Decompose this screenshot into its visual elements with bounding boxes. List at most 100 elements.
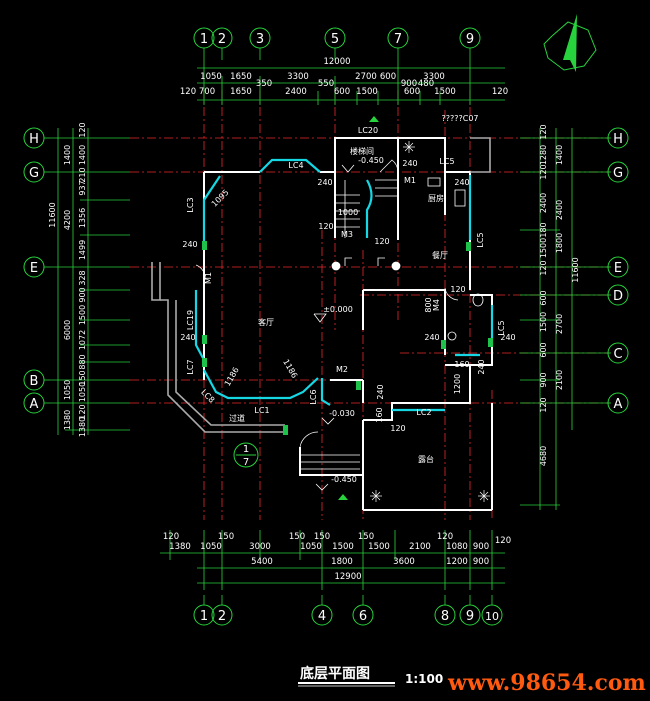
dim-text: 150 — [289, 532, 305, 542]
dim-text: 1050 — [78, 382, 87, 402]
axis-left-B: B — [30, 374, 39, 389]
dim-text: 1500 — [434, 87, 456, 97]
dim-text: 880 — [78, 354, 87, 369]
axis-bottom-10: 10 — [485, 610, 499, 623]
dim-text: 3600 — [393, 557, 415, 567]
dim-left: 11600 1400 4200 6000 1050 1380 120 1400 … — [48, 122, 87, 437]
axis-left-H: H — [29, 132, 39, 147]
dimension-lines — [44, 48, 611, 605]
level-markers — [313, 164, 355, 491]
label-lc5-top: LC5 — [439, 157, 454, 166]
dim-text: 1380 — [169, 542, 191, 552]
fixtures — [331, 177, 484, 341]
dim-text: 120 — [78, 404, 87, 419]
dim-text: 1650 — [230, 72, 252, 82]
axis-bottom-9: 9 — [466, 609, 474, 624]
dim-text: 120 — [539, 260, 548, 275]
drawing-scale: 1:100 — [405, 672, 443, 686]
dim-bottom-total: 12900 — [334, 572, 361, 582]
dim-text: 900 — [473, 557, 489, 567]
columns — [202, 241, 493, 435]
label-1186-b: 1186 — [281, 358, 299, 380]
axis-right-C: C — [613, 347, 622, 362]
label-800: 800 — [424, 297, 433, 312]
dim-text: 900 — [539, 372, 548, 387]
room-stair-hall: 楼梯间 — [350, 146, 374, 156]
dim-text: 1500 — [78, 305, 87, 325]
label-lc5-bath: LC5 — [497, 320, 506, 335]
label-m2: M2 — [336, 365, 348, 374]
axis-right-E: E — [614, 261, 622, 276]
dim-text: 1400 — [555, 145, 564, 165]
section-arrows — [338, 116, 379, 500]
axis-right-G: G — [613, 166, 623, 181]
dim-bottom-row1: 120 150 150 150 150 120 120 — [163, 532, 511, 546]
dim-text: 3300 — [423, 72, 445, 82]
dim-text: 900 — [78, 287, 87, 302]
dim-text: 1356 — [78, 208, 87, 228]
dim-text: 1280 — [539, 145, 548, 165]
label-160-b: 160 — [375, 407, 384, 422]
porch-outline — [151, 137, 491, 433]
dim-text: 1499 — [78, 240, 87, 260]
dim-text: 1072 — [78, 330, 87, 350]
dim-120-bath: 120 — [450, 285, 465, 294]
dim-text: 11600 — [48, 202, 57, 227]
dim-top-total: 12000 — [323, 57, 350, 67]
dim-text: 1080 — [446, 542, 468, 552]
axis-right-H: H — [613, 132, 623, 147]
label-lc7: LC7 — [186, 359, 195, 374]
dim-text: 120 — [539, 124, 548, 139]
level-entry: -0.030 — [329, 409, 355, 418]
axis-right-A: A — [614, 397, 623, 412]
dim-text: 4680 — [539, 446, 548, 466]
dim-text: 700 — [199, 87, 215, 97]
dim-text: 11600 — [571, 257, 580, 282]
dim-text: 1500 — [356, 87, 378, 97]
dim-text: 1400 — [63, 145, 72, 165]
dim-text: 3300 — [287, 72, 309, 82]
label-m1-kitchen: M1 — [404, 176, 416, 185]
dim-text: 1800 — [555, 233, 564, 253]
dim-text: 1200 — [446, 557, 468, 567]
dim-text: 120 — [492, 87, 508, 97]
dim-text: 600 — [334, 87, 350, 97]
axis-bottom-1: 1 — [200, 609, 208, 624]
dim-text: 150 — [78, 370, 87, 385]
axis-top-2: 2 — [218, 32, 226, 47]
label-lc6: LC6 — [309, 389, 318, 404]
dim-bottom-row3: 5400 1800 3600 1200 900 — [251, 557, 489, 567]
label-lc2: LC2 — [416, 408, 431, 417]
axis-top-5: 5 — [331, 32, 339, 47]
label-lc4: LC4 — [288, 161, 303, 170]
windows — [194, 158, 494, 412]
axis-bottom-4: 4 — [318, 609, 326, 624]
dim-top-row2: 120 700 1650 350 2400 550 600 1500 900 4… — [180, 79, 508, 97]
north-arrow — [543, 14, 597, 72]
axis-bubbles — [23, 27, 629, 626]
stair — [300, 179, 398, 470]
dim-text: 900 — [473, 542, 489, 552]
dim-240-c: 240 — [454, 178, 469, 187]
dim-text: 120 — [163, 532, 179, 542]
dim-text: 600 — [404, 87, 420, 97]
dim-text: 1050 — [200, 72, 222, 82]
label-m4: M4 — [432, 299, 441, 311]
dim-text: 1500 — [332, 542, 354, 552]
axis-top-3: 3 — [256, 32, 264, 47]
dim-text: 4200 — [63, 210, 72, 230]
label-lc1: LC1 — [254, 406, 269, 415]
label-lc3: LC3 — [186, 197, 195, 212]
label-m3: M3 — [341, 230, 353, 239]
dim-text: 1500 — [368, 542, 390, 552]
dim-text: 2400 — [285, 87, 307, 97]
dim-text: 210 — [78, 167, 87, 182]
dim-text: 1380 — [78, 417, 87, 437]
detail-bubble-top: 1 — [243, 444, 249, 455]
dim-text: 1400 — [78, 145, 87, 165]
dim-text: 1800 — [331, 557, 353, 567]
door-swings — [195, 159, 459, 448]
dim-text: 1500 — [539, 312, 548, 332]
dim-240-b: 240 — [402, 159, 417, 168]
